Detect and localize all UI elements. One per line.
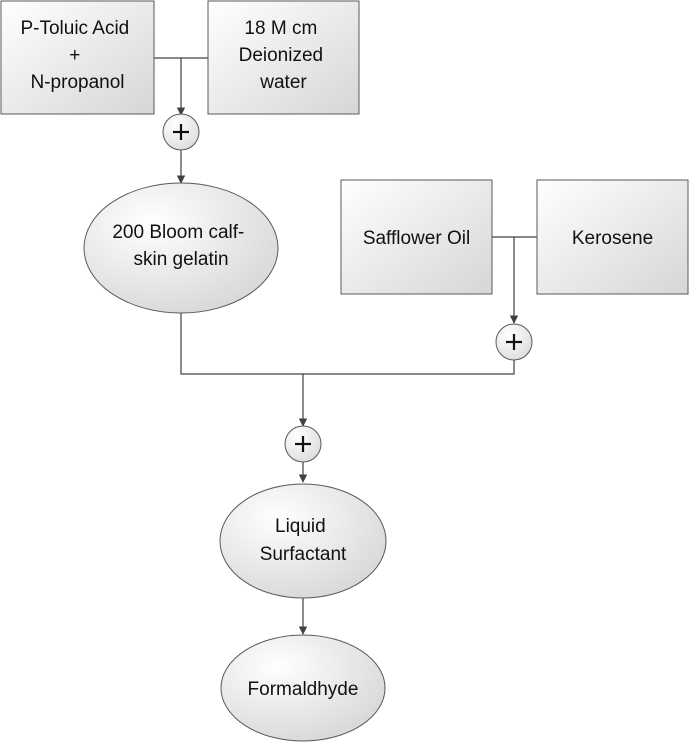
node-kerosene: Kerosene bbox=[536, 179, 689, 295]
node-liquid-surfactant-line-1: Liquid bbox=[275, 516, 326, 537]
connector-gelatin-to-merge bbox=[180, 312, 303, 375]
node-gelatin-line-1: 200 Bloom calf- bbox=[112, 222, 244, 243]
node-formaldhyde: Formaldhyde bbox=[220, 634, 386, 742]
node-ptoluic-acid-line-2: + bbox=[69, 45, 80, 66]
node-safflower-oil-line-1: Safflower Oil bbox=[363, 228, 470, 249]
node-liquid-surfactant: Liquid Surfactant bbox=[219, 483, 387, 599]
svg-text:P-Toluic Acid + N-: P-Toluic Acid + N-propanol bbox=[20, 18, 134, 93]
plus-junction-icon bbox=[162, 113, 200, 151]
plus-junction-icon bbox=[495, 323, 533, 361]
node-formaldhyde-line-1: Formaldhyde bbox=[248, 679, 359, 700]
svg-text:18 M cm Deionized: 18 M cm Deionized water bbox=[239, 18, 329, 93]
node-ptoluic-acid-line-1: P-Toluic Acid bbox=[20, 18, 129, 39]
node-safflower-oil: Safflower Oil bbox=[340, 179, 493, 295]
node-gelatin: 200 Bloom calf- skin gelatin bbox=[83, 182, 279, 314]
node-gelatin-line-2: skin gelatin bbox=[133, 249, 228, 270]
node-deionized-water-line-2: Deionized bbox=[239, 45, 324, 66]
connector-plus-2-to-merge bbox=[303, 359, 515, 375]
node-ptoluic-acid-line-3: N-propanol bbox=[31, 72, 125, 93]
node-ptoluic-acid: P-Toluic Acid + N-propanol bbox=[0, 0, 155, 115]
node-kerosene-line-1: Kerosene bbox=[572, 228, 653, 249]
node-liquid-surfactant-line-2: Surfactant bbox=[260, 544, 347, 565]
plus-junction-icon bbox=[284, 425, 322, 463]
node-deionized-water-line-1: 18 M cm bbox=[244, 18, 317, 39]
node-deionized-water-line-3: water bbox=[259, 72, 307, 93]
node-deionized-water: 18 M cm Deionized water bbox=[207, 0, 360, 115]
svg-text:200 Bloom calf- skin gel: 200 Bloom calf- skin gelatin bbox=[112, 222, 249, 270]
svg-text:Kerosene: Kerosene bbox=[572, 228, 653, 249]
svg-text:Safflower Oil: Safflower Oil bbox=[363, 228, 470, 249]
svg-text:Formaldhyde: Formaldhyde bbox=[248, 679, 359, 700]
svg-text:Liquid Surfactant: Liquid Surfactant bbox=[260, 516, 347, 565]
connectors bbox=[154, 57, 537, 635]
